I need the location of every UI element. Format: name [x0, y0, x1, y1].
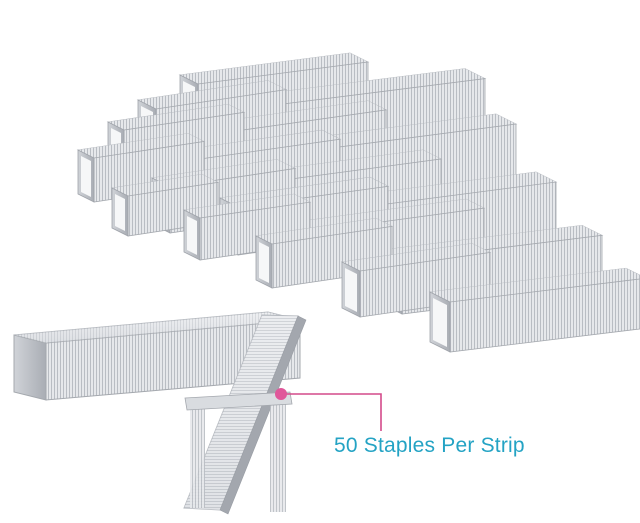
- staple-strip-top-grain: [112, 174, 218, 196]
- staple-strip-top-grain: [296, 114, 516, 150]
- staple-strip-hollow: [433, 298, 447, 347]
- staple-strip-top-grain: [218, 100, 386, 131]
- pink-dot-icon: [275, 388, 287, 400]
- staple-strip-top-grain: [255, 68, 485, 105]
- staple-strip-hollow: [345, 268, 357, 312]
- staple-strip-top-grain: [184, 194, 310, 218]
- staple-strip-top-grain: [182, 130, 340, 159]
- staple-strip-top-grain: [256, 218, 392, 244]
- staple-strip-hollow: [115, 194, 125, 231]
- staple-strip-top-grain: [258, 150, 441, 181]
- staple-strip-vertical: [183, 314, 307, 515]
- callout-label: 50 Staples Per Strip: [334, 434, 525, 457]
- callout-pointer: [275, 388, 382, 431]
- staple-strip-top-grain: [180, 53, 368, 84]
- staple-strip-hollow: [187, 216, 197, 255]
- staple-strip-top-grain: [78, 133, 204, 158]
- staple-strip-hollow: [81, 156, 91, 197]
- staple-strip-top-grain: [430, 268, 640, 302]
- staple-strip-hollow: [259, 242, 269, 283]
- staple-strip-top-grain: [336, 172, 556, 208]
- staple-strip-top-grain: [138, 80, 286, 109]
- staple-strips-pile: [76, 52, 640, 353]
- staple-strip-top-grain: [342, 243, 490, 271]
- staple-strip-top-grain: [108, 104, 244, 130]
